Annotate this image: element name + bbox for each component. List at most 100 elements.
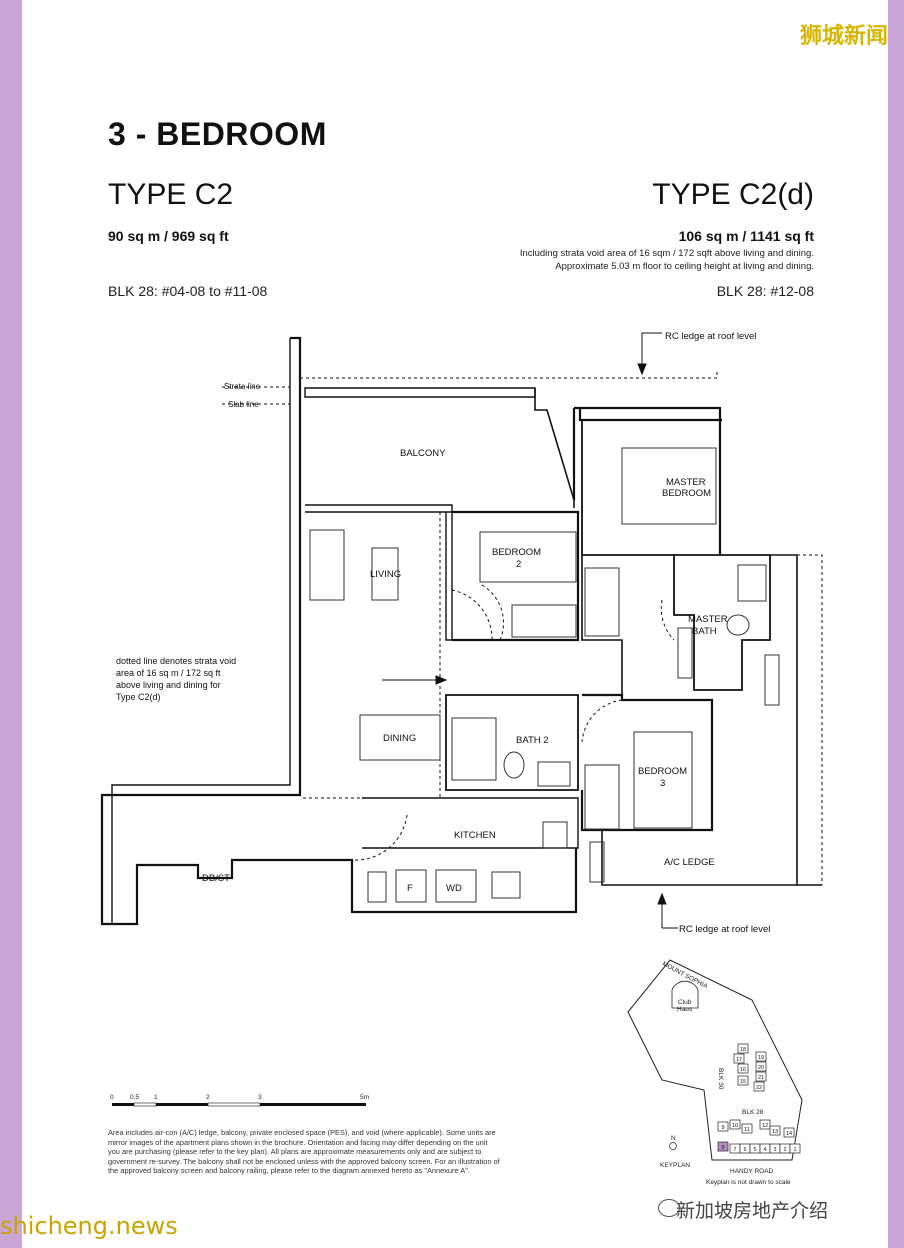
type-c2d-note: Including strata void area of 16 sqm / 1… — [520, 247, 814, 273]
scale-label-0: 0 — [110, 1094, 114, 1101]
keyplan-unit-label-15: 15 — [740, 1079, 746, 1085]
keyplan-unit-label-4: 4 — [763, 1147, 766, 1153]
north-arrow-icon — [669, 1142, 677, 1150]
label-balcony: BALCONY — [400, 448, 446, 459]
label-master-bedroom-2: BEDROOM — [662, 488, 711, 499]
label-void-note-2: area of 16 sq m / 172 sq ft — [116, 668, 221, 678]
ac-ledge-right-wall — [770, 554, 822, 886]
keyplan-note: Keyplan is not drawn to scale — [706, 1179, 791, 1186]
label-master-bedroom-1: MASTER — [666, 477, 706, 488]
outer-wall-left — [100, 336, 578, 926]
washer-box — [435, 869, 477, 903]
keyplan-unit-14 — [783, 1127, 795, 1138]
label-dining: DINING — [383, 733, 416, 744]
ac-unit-2 — [764, 654, 780, 706]
keyplan-unit-label-22: 22 — [756, 1085, 762, 1091]
label-washer: WD — [446, 883, 462, 894]
leader-lines — [222, 386, 290, 405]
label-master-bath-2: BATH — [692, 626, 717, 637]
master-bath-walls — [673, 554, 771, 691]
keyplan-club-1: Club — [678, 999, 692, 1006]
scale-seg-4 — [207, 1102, 261, 1107]
ac-ledge-dotted — [797, 554, 823, 885]
strata-void-boundary — [300, 512, 441, 799]
keyplan-unit-label-7: 7 — [733, 1147, 736, 1153]
watermark-bottom-left: shicheng.news — [0, 1212, 178, 1240]
label-dbst: DB/ST — [202, 873, 230, 884]
toilet-bath-2 — [503, 751, 525, 779]
keyplan-unit-16 — [737, 1063, 749, 1074]
keyplan-unit-label-3: 3 — [773, 1147, 776, 1153]
door-swing-living — [451, 589, 493, 641]
basin-bath-2 — [537, 761, 571, 787]
balcony-edge — [534, 388, 575, 508]
scale-label-2: 2 — [206, 1094, 210, 1101]
keyplan-unit-21 — [755, 1071, 767, 1082]
sink — [491, 871, 521, 899]
page-title: 3 - BEDROOM — [108, 116, 327, 152]
bedroom-3-walls — [580, 693, 714, 832]
label-kitchen: KITCHEN — [454, 830, 496, 841]
disclaimer: Area includes air-con (A/C) ledge, balco… — [108, 1128, 500, 1176]
type-c2-area: 90 sq m / 969 sq ft — [108, 228, 229, 244]
scale-label-1: 1 — [154, 1094, 158, 1101]
keyplan-club-2: Haus — [677, 1006, 693, 1013]
keyplan-unit-label-6: 6 — [743, 1147, 746, 1153]
type-c2d-title: TYPE C2(d) — [652, 178, 814, 211]
wechat-icon — [658, 1199, 680, 1217]
label-living: LIVING — [370, 569, 401, 580]
keyplan-unit-label-11: 11 — [744, 1127, 750, 1133]
label-slab-line: Slab line — [228, 400, 259, 409]
sofa — [309, 529, 345, 601]
keyplan-unit-label-18: 18 — [740, 1047, 746, 1053]
bed-2 — [479, 531, 577, 583]
type-c2d-units: BLK 28: #12-08 — [716, 283, 814, 299]
keyplan-unit-label-12: 12 — [762, 1123, 768, 1129]
rc-ledge-top-arrow — [637, 363, 647, 376]
keyplan-title: KEYPLAN — [660, 1162, 690, 1169]
kitchen-counter — [362, 797, 579, 849]
db-st-cabinet — [367, 871, 387, 903]
label-rc-ledge-bottom: RC ledge at roof level — [679, 924, 770, 935]
keyplan-unit-label-8: 8 — [721, 1145, 724, 1151]
label-fridge: F — [407, 883, 413, 894]
door-swing-bedroom-3 — [581, 699, 623, 743]
scale-seg-2 — [133, 1102, 157, 1107]
keyplan-unit-label-17: 17 — [736, 1057, 742, 1063]
watermark-bottom-right: 新加坡房地产介绍 — [676, 1200, 829, 1222]
keyplan-north: N — [671, 1135, 676, 1142]
keyplan-unit-label-21: 21 — [758, 1075, 764, 1081]
type-c2d-note-line2: Approximate 5.03 m floor to ceiling heig… — [555, 261, 814, 272]
watermark-top: 狮城新闻 — [799, 24, 888, 49]
bed-3 — [633, 731, 693, 829]
scale-seg-1 — [112, 1103, 134, 1106]
keyplan-unit-label-10: 10 — [732, 1123, 738, 1129]
fridge-box — [395, 869, 427, 903]
coffee-table — [371, 547, 399, 601]
void-note-arrow — [435, 675, 448, 685]
door-swing-kitchen — [351, 814, 408, 861]
keyplan-unit-9 — [717, 1121, 729, 1132]
floor-plan: RC ledge at roof level RC ledge at roof … — [100, 331, 823, 1186]
type-c2d-area: 106 sq m / 1141 sq ft — [678, 228, 814, 244]
keyplan-unit-8 — [717, 1141, 729, 1152]
keyplan-unit-label-20: 20 — [758, 1065, 764, 1071]
toilet-master — [726, 614, 750, 636]
label-void-note-3: above living and dining for — [116, 680, 221, 690]
strata-void-line — [300, 370, 718, 379]
label-bedroom-3-2: 3 — [660, 778, 665, 789]
bath-2-walls — [445, 694, 579, 791]
master-bed — [621, 447, 717, 525]
balcony-railing — [304, 387, 536, 398]
label-void-note-4: Type C2(d) — [116, 692, 161, 702]
label-void-note-1: dotted line denotes strata void — [116, 656, 236, 666]
shower-bath-2 — [451, 717, 497, 781]
keyplan-unit-17 — [733, 1053, 745, 1064]
scale-seg-3 — [156, 1103, 208, 1106]
label-ac-ledge: A/C LEDGE — [664, 857, 715, 868]
keyplan-unit-19 — [755, 1051, 767, 1062]
type-c2-title: TYPE C2 — [108, 178, 234, 211]
keyplan-unit-1 — [789, 1143, 801, 1154]
ac-ledge-walls — [601, 830, 798, 886]
